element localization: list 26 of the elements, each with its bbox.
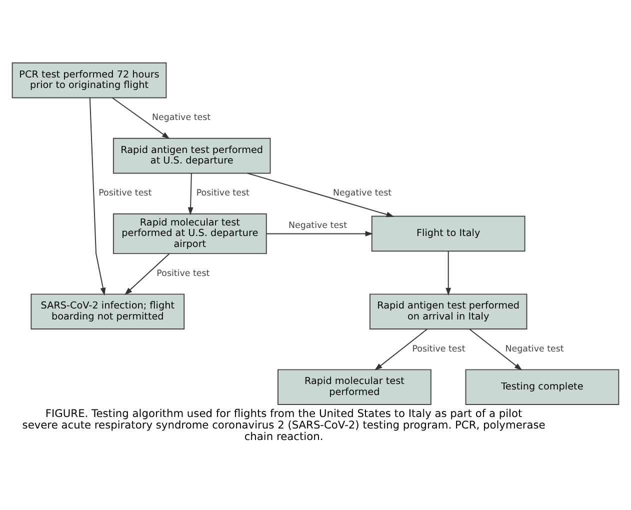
node-box: Rapid molecular test performed xyxy=(278,369,432,406)
node-box: Rapid molecular test performed at U.S. departure airport xyxy=(112,213,267,254)
edge-label: Negative test xyxy=(332,188,392,199)
arrow xyxy=(247,172,394,218)
arrow xyxy=(266,231,374,236)
arrow xyxy=(124,253,170,296)
arrow xyxy=(112,97,170,139)
edge-label: Positive test xyxy=(98,188,152,199)
node-box: PCR test performed 72 hours prior to originating flight xyxy=(12,62,167,98)
edge-label: Positive test xyxy=(412,344,466,354)
arrow xyxy=(469,328,522,370)
arrow xyxy=(188,172,194,216)
arrow xyxy=(89,97,106,296)
caption: FIGURE. Testing algorithm used for flights from the United States to Italy as part of a pilot severe acute respiratory syndrome coronavirus 2 (SARS-CoV-2) testing program. PCR, polymerase chain reaction. xyxy=(22,406,546,444)
node-box: Testing complete xyxy=(465,369,620,406)
node-box: SARS-CoV-2 infection; flight boarding not permitted xyxy=(30,294,185,330)
edge-label: Negative test xyxy=(288,221,348,232)
node-box: Rapid antigen test performed on arrival in Italy xyxy=(369,294,528,330)
node-box: Flight to Italy xyxy=(371,216,526,252)
edge-label: Positive test xyxy=(196,188,250,199)
node-box: Rapid antigen test performed at U.S. departure xyxy=(112,138,271,174)
edge-label: Negative test xyxy=(152,113,211,124)
edge-label: Positive test xyxy=(156,269,210,280)
arrow xyxy=(374,328,428,370)
arrow xyxy=(446,250,452,296)
edge-label: Negative test xyxy=(505,344,564,354)
